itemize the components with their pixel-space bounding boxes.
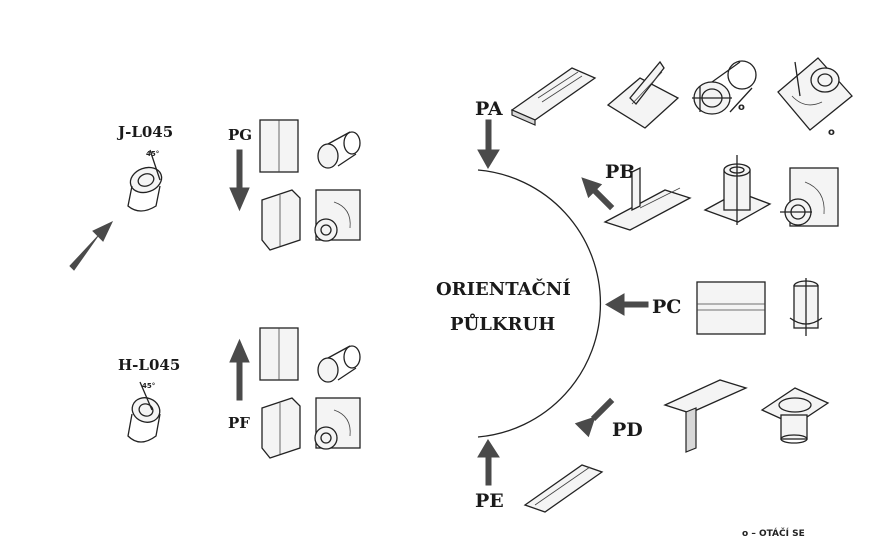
arrow-pf [229, 338, 250, 401]
arrow-pa [477, 119, 500, 169]
pg-pipe-plate [314, 189, 361, 242]
pd-overhead-t-joint [663, 379, 748, 453]
arrow-pc [605, 293, 649, 316]
pd-pipe-under-plate [760, 387, 830, 444]
pf-pipe-plate [314, 397, 361, 450]
label-j-l045: J-L045 [116, 123, 173, 141]
pe-overhead-butt [523, 464, 604, 513]
footnote: o – OTÁČÍ SE [742, 527, 805, 539]
j-l045-pipe: 45° [127, 149, 163, 212]
rotation-mark-pa-plate: o [828, 127, 835, 138]
pa-rotating-pipe: o [692, 60, 757, 115]
pc-vertical-pipe [789, 278, 823, 336]
label-h-l045: H-L045 [118, 356, 180, 374]
pb-pipe-on-plate [703, 155, 772, 225]
label-pd: PD [612, 419, 643, 441]
pf-pipe [317, 345, 361, 383]
pg-vertical-butt [259, 119, 299, 173]
orientation-semicircle [477, 169, 602, 438]
pb-t-joint [603, 166, 692, 231]
pg-fillet [261, 189, 301, 251]
label-pf: PF [228, 414, 250, 432]
title-line2: PŮLKRUH [450, 311, 555, 335]
pa-flat-butt-plate [510, 67, 597, 126]
arrow-j-l045 [69, 220, 114, 271]
h-l045-pipe: 45° [127, 381, 161, 443]
arrow-pb [581, 177, 615, 211]
pf-vertical-butt [259, 327, 299, 381]
pa-fillet-plates [606, 60, 680, 129]
pb-pipe-wall [780, 167, 839, 227]
label-pb: PB [605, 161, 635, 183]
j-angle: 45° [146, 150, 159, 158]
label-pa: PA [475, 98, 503, 120]
pg-pipe [317, 131, 361, 169]
label-pc: PC [652, 296, 681, 318]
h-angle: 45° [142, 382, 155, 390]
title-line1: ORIENTAČNÍ [436, 277, 571, 300]
rotation-mark-pa-pipe: o [738, 102, 745, 113]
label-pe: PE [475, 490, 504, 512]
pf-fillet [261, 397, 301, 459]
pa-pipe-on-plate: o [777, 57, 853, 138]
arrow-pg [229, 149, 250, 212]
pc-horizontal-butt [696, 281, 766, 335]
arrow-pe [477, 439, 500, 486]
label-pg: PG [228, 126, 252, 144]
arrow-pd [574, 397, 615, 438]
